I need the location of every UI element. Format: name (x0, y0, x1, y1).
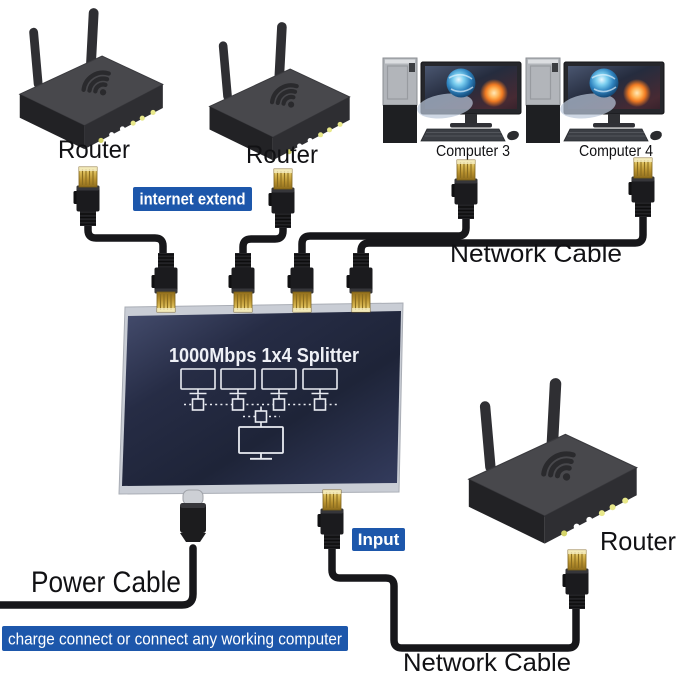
rj45-from-router2 (267, 168, 296, 229)
cable-router1-to-port1 (84, 218, 167, 261)
splitter-topology (180, 368, 338, 460)
computer3-label: Computer 3 (436, 143, 510, 160)
cable-input-to-router (328, 544, 580, 652)
computer4-label: Computer 4 (579, 143, 653, 160)
rj45-splitter-input (316, 489, 345, 550)
network-cable-top-label: Network Cable (450, 240, 622, 268)
router-top-middle (210, 22, 350, 160)
router-bottom-right (469, 378, 637, 544)
power-cable-label: Power Cable (31, 566, 181, 599)
banner-callout: charge connect or connect any working co… (2, 626, 348, 651)
internet-extend-text: internet extend (140, 190, 246, 209)
computer-3-graphic (382, 57, 522, 144)
rj45-from-computer4 (627, 157, 656, 218)
rj45-to-router-bottom (561, 549, 590, 610)
splitter-device: 1000Mbps 1x4 Splitter (118, 302, 404, 495)
splitter-title: 1000Mbps 1x4 Splitter (169, 344, 359, 367)
computer-4-graphic (525, 57, 665, 144)
cable-router2-to-port2 (239, 220, 287, 261)
power-cable-line (0, 544, 197, 609)
usb-c-power-connector (179, 489, 207, 543)
banner-text: charge connect or connect any working co… (8, 631, 342, 649)
rj45-from-router1 (72, 166, 101, 227)
rj45-splitter-port4 (345, 252, 374, 313)
router-top-left (20, 8, 163, 149)
network-cable-bottom-label: Network Cable (403, 649, 571, 677)
rj45-splitter-port3 (286, 252, 315, 313)
router2-label: Router (246, 141, 318, 169)
router3-label: Router (600, 526, 676, 556)
rj45-splitter-port1 (150, 252, 179, 313)
rj45-splitter-port2 (227, 252, 256, 313)
internet-extend-callout: internet extend (133, 187, 252, 211)
splitter-host-monitor-icon (238, 426, 284, 460)
rj45-from-computer3 (450, 159, 479, 220)
input-callout: Input (352, 528, 405, 551)
cable-computer3-to-port3 (298, 212, 470, 261)
input-text: Input (358, 530, 400, 549)
network-cables (0, 210, 647, 652)
cable-computer4-to-port4 (357, 210, 647, 261)
router1-label: Router (58, 136, 130, 164)
